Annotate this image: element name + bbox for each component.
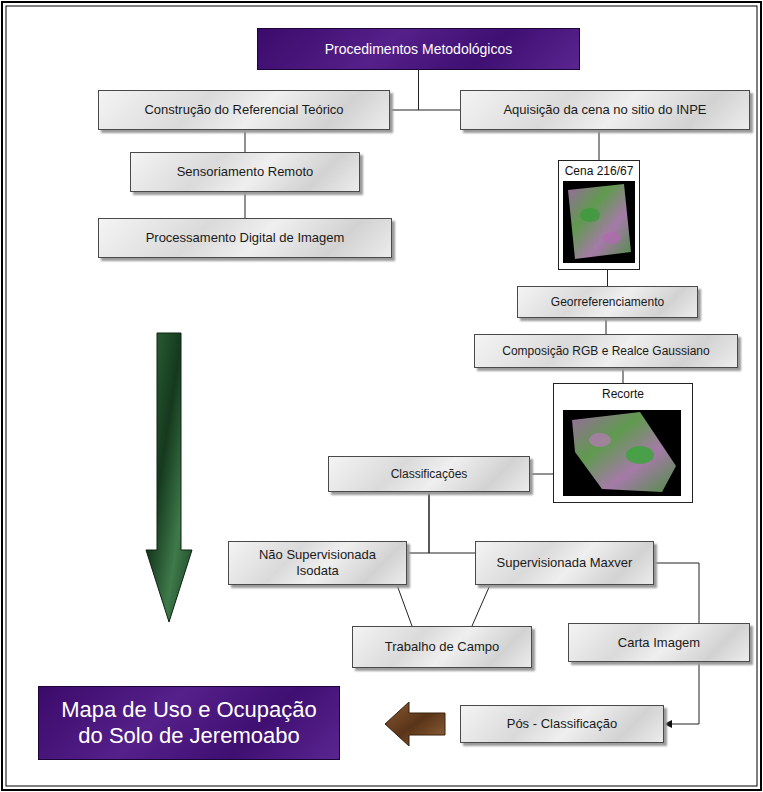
box-label: Mapa de Uso e Ocupação do Solo de Jeremo… [59,697,319,750]
title-box: Procedimentos Metodológicos [257,28,580,70]
connector-line [599,130,600,160]
process-box: Não Supervisionada Isodata [228,541,407,585]
process-box: Supervisionada Maxver [475,541,654,585]
box-label: Aquisição da cena no sitio do INPE [503,102,706,118]
connector-line [530,474,553,475]
box-label: Georreferenciamento [551,295,664,309]
process-box: Carta Imagem [568,623,750,662]
box-label: Classificações [391,467,468,481]
box-label: Sensoriamento Remoto [177,164,314,180]
process-box: Trabalho de Campo [352,626,532,668]
process-box: Composição RGB e Realce Gaussiano [474,334,738,368]
connector-line [606,318,607,334]
connector-line [390,70,419,110]
connector-line [429,492,475,553]
process-box: Aquisição da cena no sitio do INPE [460,90,750,130]
connector-line [397,585,412,626]
box-label: Composição RGB e Realce Gaussiano [502,344,709,358]
connector-line [607,270,608,286]
connector-line [245,192,246,218]
scene-patch [589,433,611,447]
box-label: Supervisionada Maxver [497,555,633,571]
image-box: Recorte [553,383,693,503]
connector-line [472,585,490,626]
connector-line [664,662,699,724]
result-box: Mapa de Uso e Ocupação do Solo de Jeremo… [38,686,340,760]
connector-line [654,563,699,623]
image-ground [563,181,635,263]
block-arrow [385,702,445,746]
box-label: Cena 216/67 [565,164,634,178]
satellite-scene [568,184,631,259]
process-box: Georreferenciamento [517,286,698,318]
connector-line [623,368,624,383]
process-box: Classificações [328,456,530,492]
image-ground [563,410,681,496]
connector-line [419,70,461,110]
connector-line [407,492,429,553]
scene-patch [580,208,600,222]
scene-image [563,181,635,263]
box-label: Não Supervisionada Isodata [239,547,396,578]
flow-arrow [146,333,192,622]
scene-patch [603,232,621,244]
box-label: Carta Imagem [618,635,700,651]
image-box: Cena 216/67 [558,160,640,270]
box-label: Processamento Digital de Imagem [146,230,345,246]
box-label: Procedimentos Metodológicos [325,41,513,58]
inner-frame [6,6,757,786]
process-box: Pós - Classificação [460,705,664,743]
scene-patch [626,446,654,464]
box-label: Recorte [602,387,644,401]
crop-image [563,410,681,496]
cropped-scene [572,412,676,492]
process-box: Processamento Digital de Imagem [98,218,392,258]
box-label: Construção do Referencial Teórico [144,102,343,118]
connector-line [245,130,246,152]
box-label: Trabalho de Campo [385,639,499,655]
process-box: Construção do Referencial Teórico [98,90,390,130]
box-label: Pós - Classificação [507,716,618,732]
process-box: Sensoriamento Remoto [130,152,360,192]
